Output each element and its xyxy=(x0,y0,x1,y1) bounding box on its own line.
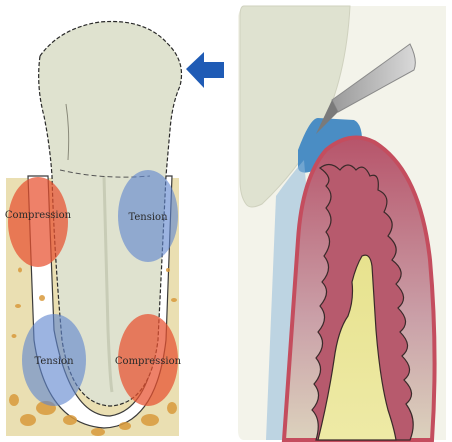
compression-label-lower: Compression xyxy=(115,356,182,367)
compression-label-upper: Compression xyxy=(5,210,72,221)
force-arrow-icon xyxy=(186,52,224,88)
tension-label-upper: Tension xyxy=(128,212,168,223)
right-panel xyxy=(238,6,446,440)
tension-label-lower: Tension xyxy=(34,356,74,367)
left-panel: Compression Tension Tension Compression xyxy=(5,21,224,436)
compression-zone-upper xyxy=(8,177,68,267)
